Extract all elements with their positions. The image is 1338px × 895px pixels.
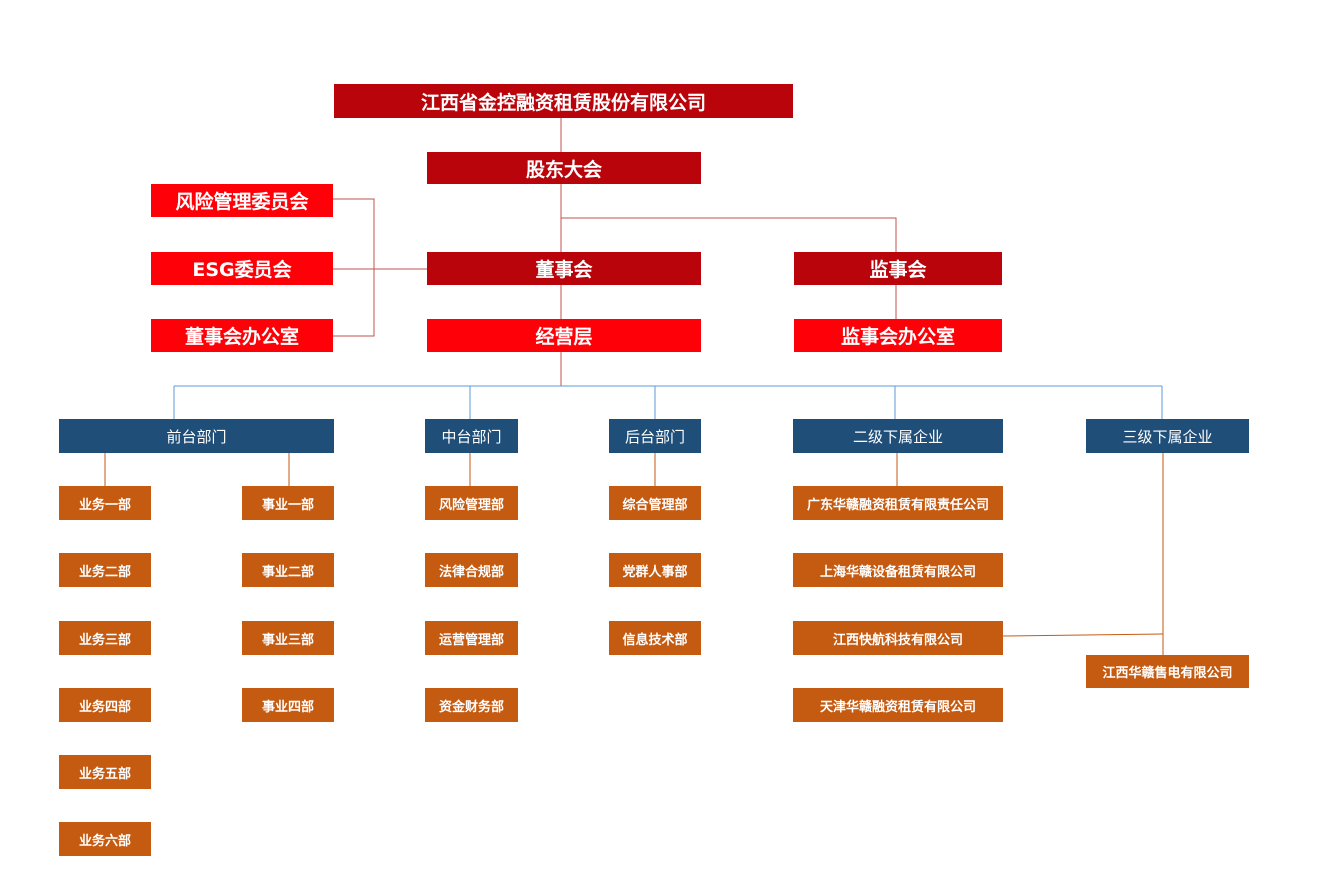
unit-label: 党群人事部 [622,564,688,580]
committee-box: ESG委员会 [151,252,333,285]
division-secondary-header: 二级下属企业 [793,419,1003,453]
back-unit-box: 党群人事部 [609,553,701,587]
unit-label: 上海华赣设备租赁有限公司 [819,564,976,580]
red-connectors [333,118,897,386]
division-title: 二级下属企业 [852,427,943,446]
committee-label: ESG委员会 [192,259,292,281]
shareholders-meeting-label: 股东大会 [525,158,602,181]
back-unit-box: 信息技术部 [609,621,701,655]
unit-label: 业务五部 [78,766,131,782]
business-unit-box: 业务五部 [59,755,151,789]
secondary-subsidiary-box: 江西快航科技有限公司 [793,621,1003,655]
division-tertiary-header: 三级下属企业 [1086,419,1249,453]
supervisory-office-box: 监事会办公室 [794,319,1002,352]
committee-label: 董事会办公室 [184,326,299,348]
unit-label: 风险管理部 [438,497,504,513]
committee-label: 风险管理委员会 [175,191,309,213]
unit-label: 业务六部 [78,833,131,849]
secondary-subsidiary-box: 广东华赣融资租赁有限责任公司 [793,486,1003,520]
unit-label: 运营管理部 [438,632,504,648]
tertiary-subsidiary-box: 江西华赣售电有限公司 [1086,655,1249,688]
unit-label: 业务一部 [78,497,131,513]
unit-label: 法律合规部 [438,564,504,580]
blue-connectors [173,385,1163,419]
unit-label: 业务四部 [78,699,131,715]
division-middle-header: 中台部门 [425,419,518,453]
supervisory-board-label: 监事会 [869,259,927,281]
affairs-unit-box: 事业四部 [242,688,334,722]
connector-kuaihang-to-tertiary [1002,633,1164,637]
business-unit-box: 业务四部 [59,688,151,722]
middle-unit-box: 运营管理部 [425,621,518,655]
affairs-unit-box: 事业一部 [242,486,334,520]
shareholders-meeting-box: 股东大会 [427,152,701,184]
unit-label: 事业四部 [261,699,314,715]
board-label: 董事会 [535,259,593,281]
division-title: 中台部门 [441,427,502,446]
company-box: 江西省金控融资租赁股份有限公司 [334,84,793,118]
affairs-unit-box: 事业三部 [242,621,334,655]
unit-label: 事业三部 [261,632,314,648]
business-unit-box: 业务一部 [59,486,151,520]
unit-label: 事业二部 [261,564,314,580]
unit-label: 业务二部 [78,564,131,580]
middle-unit-box: 法律合规部 [425,553,518,587]
unit-label: 江西华赣售电有限公司 [1102,666,1233,681]
supervisory-office-label: 监事会办公室 [840,326,955,348]
orange-connectors [104,453,1164,655]
division-title: 后台部门 [624,427,685,446]
company-name: 江西省金控融资租赁股份有限公司 [420,91,706,114]
secondary-subsidiary-box: 上海华赣设备租赁有限公司 [793,553,1003,587]
unit-label: 天津华赣融资租赁有限公司 [819,699,976,715]
committee-box: 风险管理委员会 [151,184,333,217]
division-title: 前台部门 [166,427,227,446]
unit-label: 业务三部 [78,632,131,648]
back-unit-box: 综合管理部 [609,486,701,520]
unit-label: 资金财务部 [438,699,504,715]
unit-label: 事业一部 [261,497,314,513]
affairs-unit-box: 事业二部 [242,553,334,587]
unit-label: 综合管理部 [622,497,688,513]
committee-box: 董事会办公室 [151,319,333,352]
connector-meeting-to-supervisory [561,217,897,252]
unit-label: 广东华赣融资租赁有限责任公司 [806,497,989,513]
connector-committee-bracket [333,198,375,337]
middle-unit-box: 资金财务部 [425,688,518,722]
board-box: 董事会 [427,252,701,285]
secondary-subsidiary-box: 天津华赣融资租赁有限公司 [793,688,1003,722]
management-label: 经营层 [535,326,593,348]
division-front-header: 前台部门 [59,419,334,453]
business-unit-box: 业务二部 [59,553,151,587]
business-unit-box: 业务六部 [59,822,151,856]
middle-unit-box: 风险管理部 [425,486,518,520]
business-unit-box: 业务三部 [59,621,151,655]
division-back-header: 后台部门 [609,419,701,453]
management-box: 经营层 [427,319,701,352]
unit-label: 信息技术部 [622,632,688,648]
supervisory-board-box: 监事会 [794,252,1002,285]
division-title: 三级下属企业 [1122,427,1213,446]
unit-label: 江西快航科技有限公司 [832,632,963,648]
